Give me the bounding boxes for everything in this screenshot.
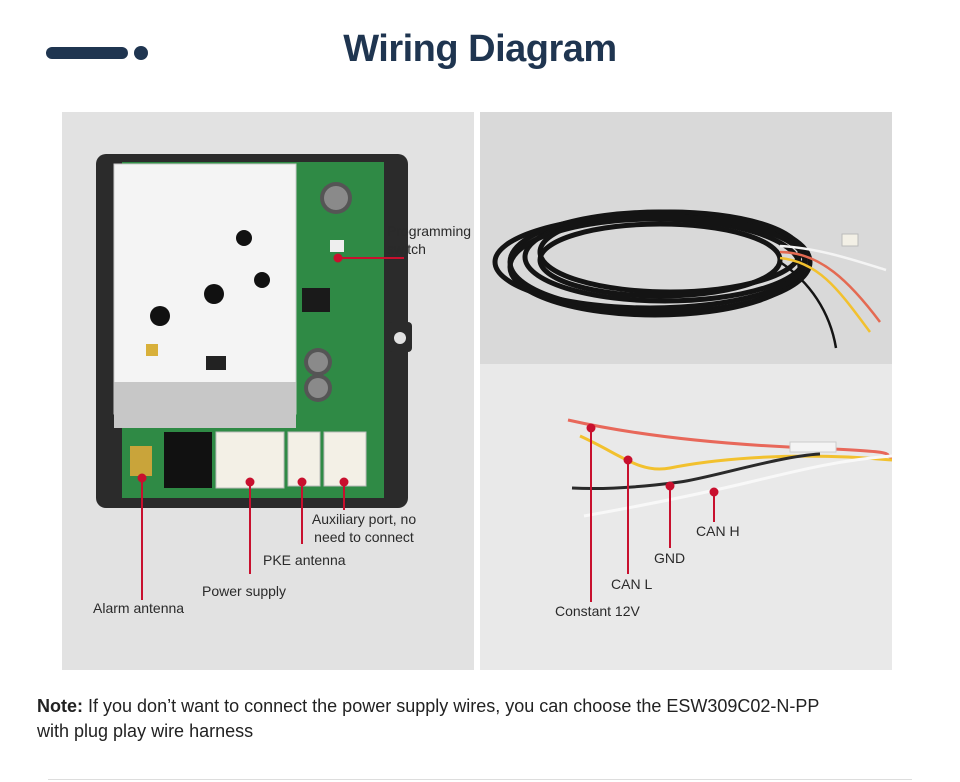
title-decoration	[46, 46, 156, 60]
rf-shield	[113, 163, 297, 415]
module-illustration	[96, 154, 412, 600]
note-line2: with plug play wire harness	[37, 721, 254, 741]
can-h-label: CAN H	[696, 523, 740, 539]
alarm-antenna-label: Alarm antenna	[93, 600, 185, 616]
power-supply-label: Power supply	[202, 583, 287, 599]
note-prefix: Note:	[37, 696, 83, 716]
constant-12v-wire	[567, 418, 892, 460]
gnd-label: GND	[654, 550, 686, 566]
programming-switch-label-line2: switch	[387, 241, 426, 257]
note-line1: If you don’t want to connect the power s…	[88, 696, 820, 716]
wire-illustration	[567, 418, 892, 602]
decoration-bar	[46, 47, 128, 59]
gnd-wire	[571, 452, 821, 491]
harness-coil-illustration	[492, 209, 887, 349]
wire-coil	[492, 209, 813, 318]
pke-antenna-connector	[287, 431, 321, 487]
auxiliary-port-label-line1: Auxiliary port, no	[311, 511, 417, 527]
can-l-label: CAN L	[611, 576, 653, 592]
programming-switch-label: Programming switch	[387, 222, 471, 258]
wire-tails	[779, 244, 887, 349]
constant-12v-label: Constant 12V	[555, 603, 640, 619]
auxiliary-port-connector	[323, 431, 367, 487]
decoration-dot	[134, 46, 148, 60]
note-text: Note: If you don’t want to connect the p…	[37, 694, 917, 744]
page-title: Wiring Diagram	[343, 28, 617, 70]
bottom-divider	[48, 779, 912, 780]
auxiliary-port-label: Auxiliary port, no need to connect	[304, 510, 424, 546]
pke-antenna-label: PKE antenna	[263, 552, 346, 568]
wire-labels-photo-panel: CAN H GND CAN L Constant 12V	[480, 364, 892, 670]
auxiliary-port-label-line2: need to connect	[314, 529, 414, 545]
alarm-antenna-connector	[130, 446, 152, 476]
can-h-wire	[583, 454, 892, 518]
programming-switch-label-line1: Programming	[387, 223, 472, 239]
harness-coil-photo-panel	[480, 112, 892, 364]
module-photo-panel: Programming switch Auxiliary port, no ne…	[62, 112, 474, 670]
black-connector	[164, 432, 212, 488]
